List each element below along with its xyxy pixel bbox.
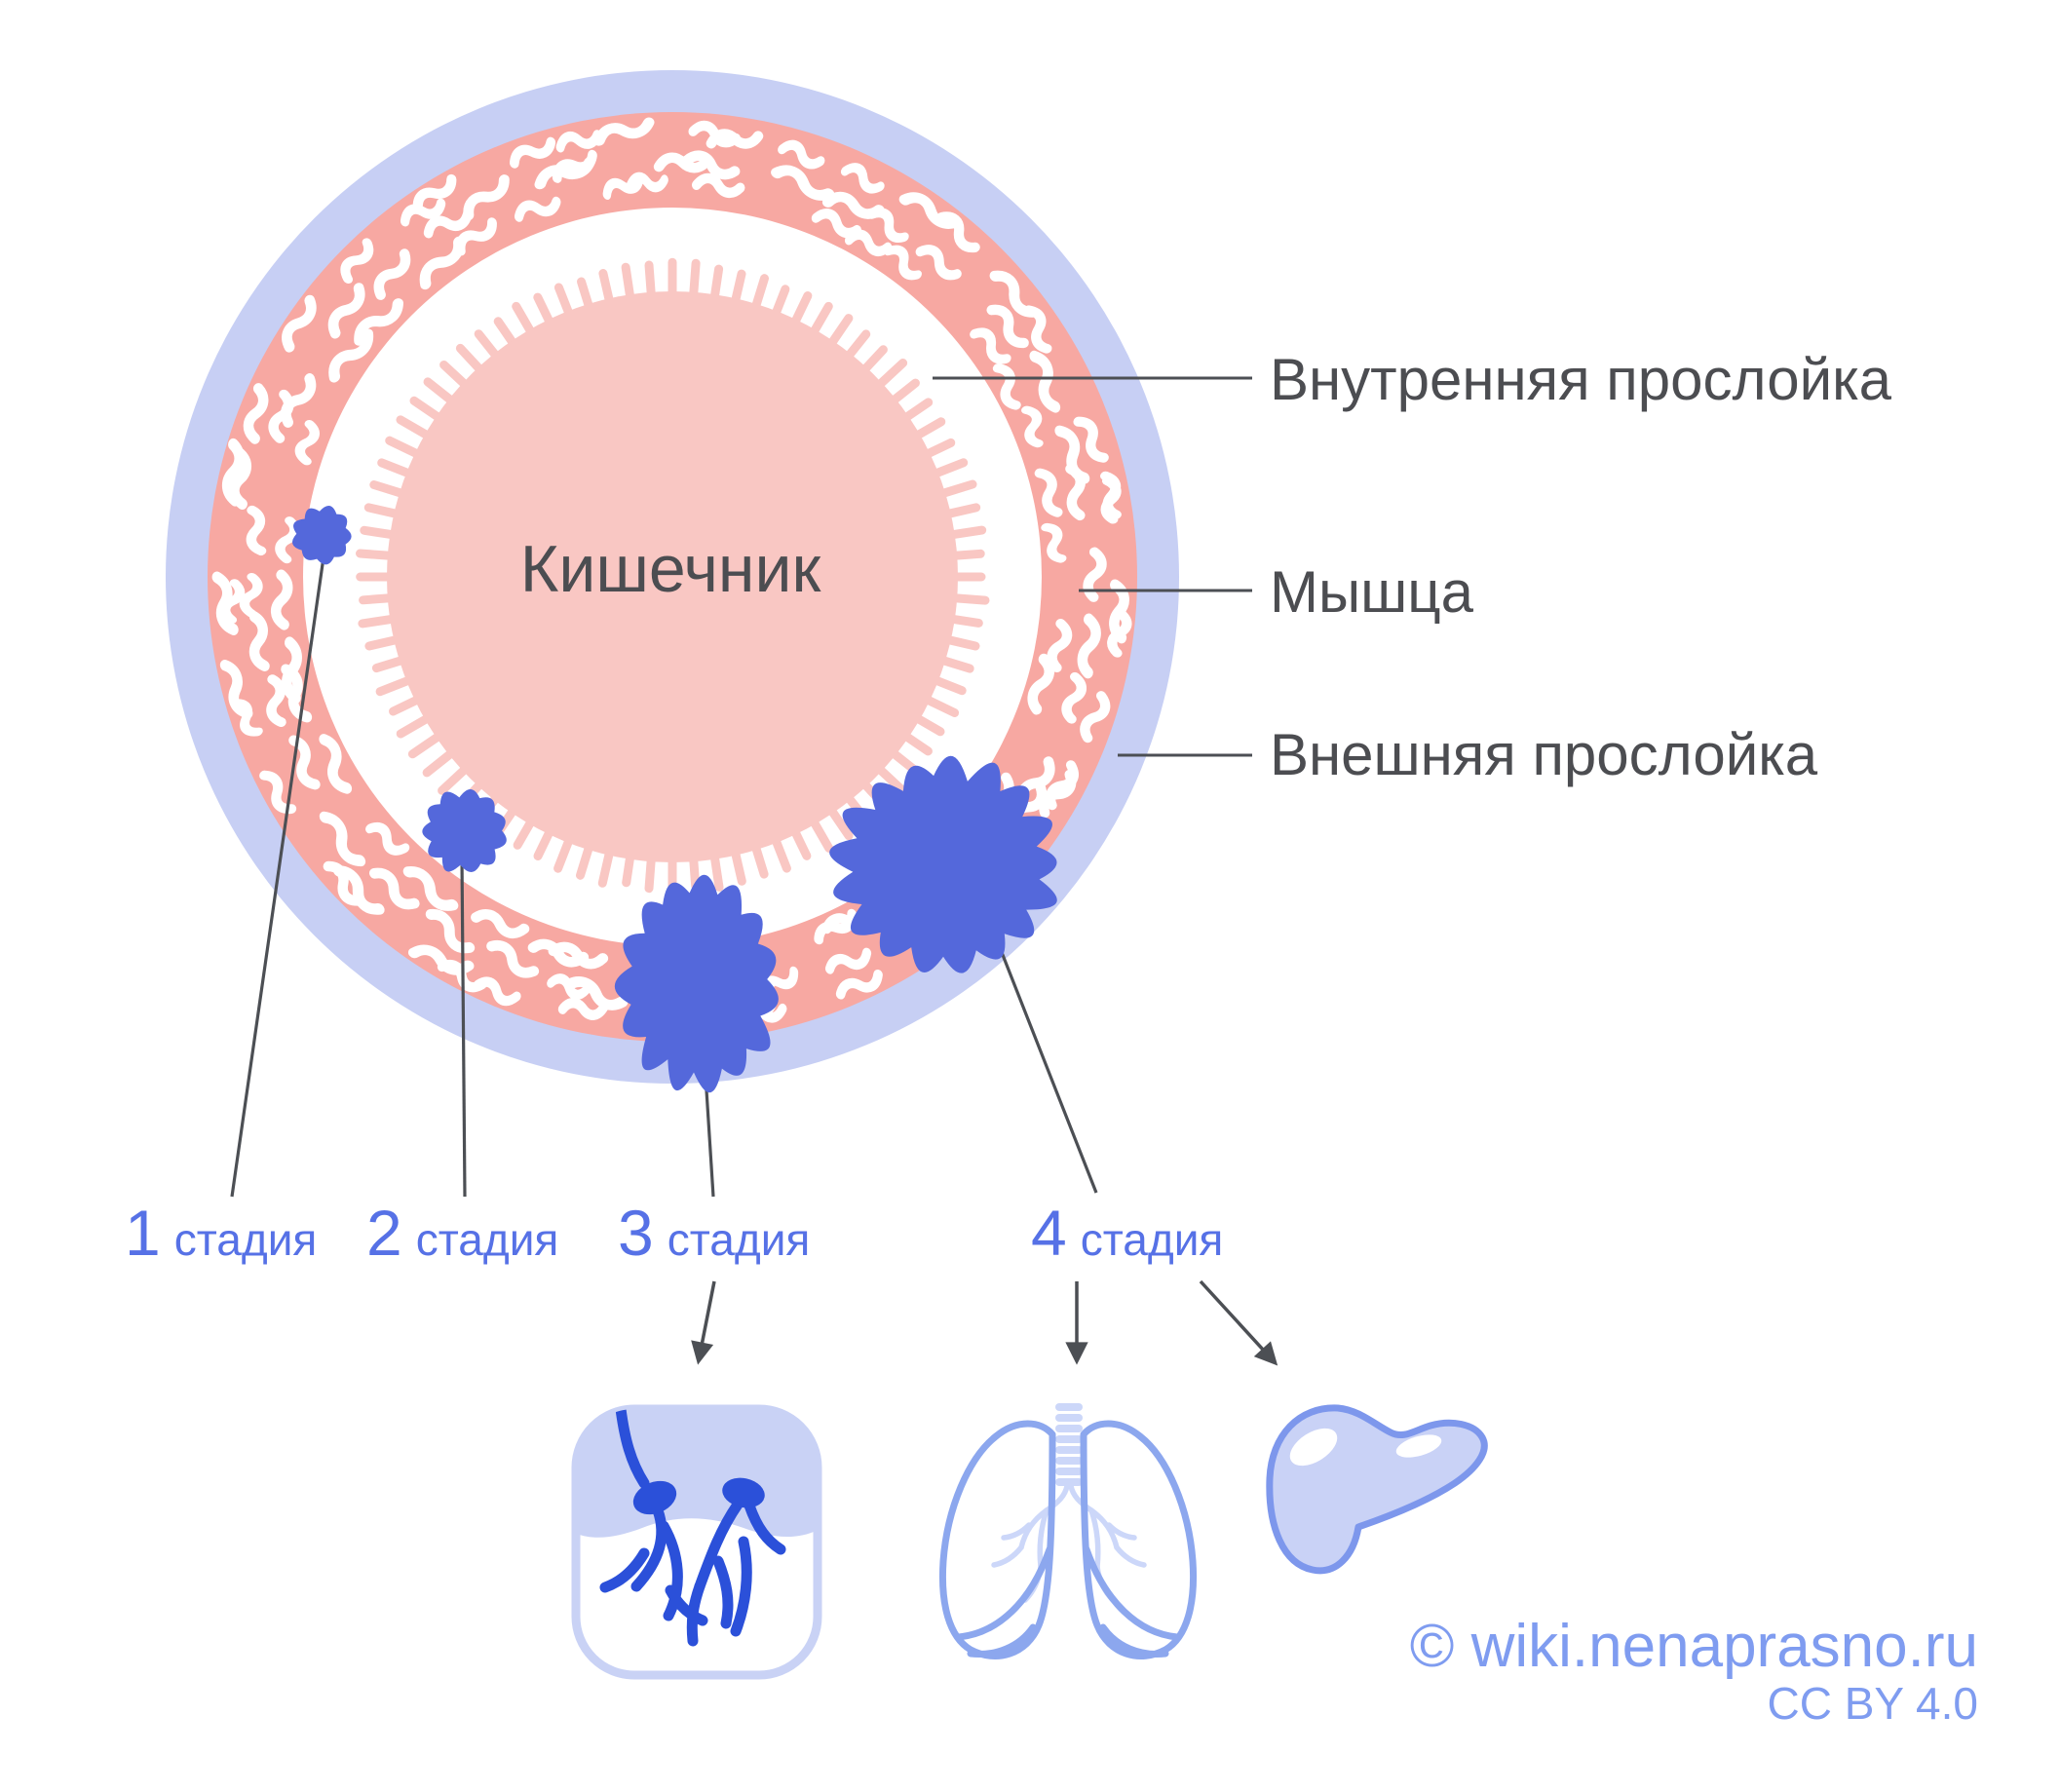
- tumor-stage-4: [829, 755, 1057, 973]
- bronchial-tree: [991, 1483, 1147, 1603]
- attribution: © wiki.nenaprasno.ru CC BY 4.0: [1410, 1613, 1978, 1729]
- lymph-node-icon: [571, 1404, 822, 1680]
- lymph-node-shape: [632, 1480, 677, 1515]
- muscle-label: Мышца: [1270, 559, 1474, 625]
- outer-layer-label: Внешняя прослойка: [1270, 722, 1818, 787]
- attribution-source: © wiki.nenaprasno.ru: [1410, 1613, 1978, 1680]
- attribution-license: CC BY 4.0: [1768, 1678, 1978, 1729]
- stage-1-pointer-line: [230, 550, 326, 1198]
- liver-shape: [1266, 1404, 1488, 1575]
- stage-2-pointer-line: [460, 857, 467, 1198]
- tumors: [291, 506, 1057, 1093]
- intestine-label: Кишечник: [520, 532, 822, 606]
- liver-highlight: [1395, 1434, 1442, 1458]
- lymph-tissue-band: [576, 1409, 818, 1538]
- stage-3-lymph-arrow: [691, 1280, 716, 1365]
- metastasis-arrows: [691, 1279, 1278, 1366]
- lymph-vessels: [599, 1409, 786, 1647]
- stage-4-pointer-line: [990, 927, 1098, 1194]
- layer-leader-lines: [933, 376, 1252, 757]
- mucosa-disc: [387, 291, 958, 862]
- tumor-stage-2: [422, 789, 507, 872]
- trachea: [1055, 1403, 1083, 1486]
- layer-labels: Внутренняя прослойка Мышца Внешняя просл…: [1270, 347, 1892, 787]
- liver-highlight: [1289, 1428, 1338, 1467]
- liver-icon: [1266, 1404, 1488, 1575]
- lung-outlines: [938, 1420, 1198, 1659]
- inner-lining-label: Внутренняя прослойка: [1270, 347, 1892, 412]
- lungs-icon: [938, 1403, 1198, 1659]
- tumor-stage-1: [291, 506, 352, 565]
- tumor-stage-3: [614, 874, 779, 1093]
- stage-4-liver-arrow: [1199, 1279, 1278, 1366]
- lymph-node-shape: [722, 1477, 765, 1508]
